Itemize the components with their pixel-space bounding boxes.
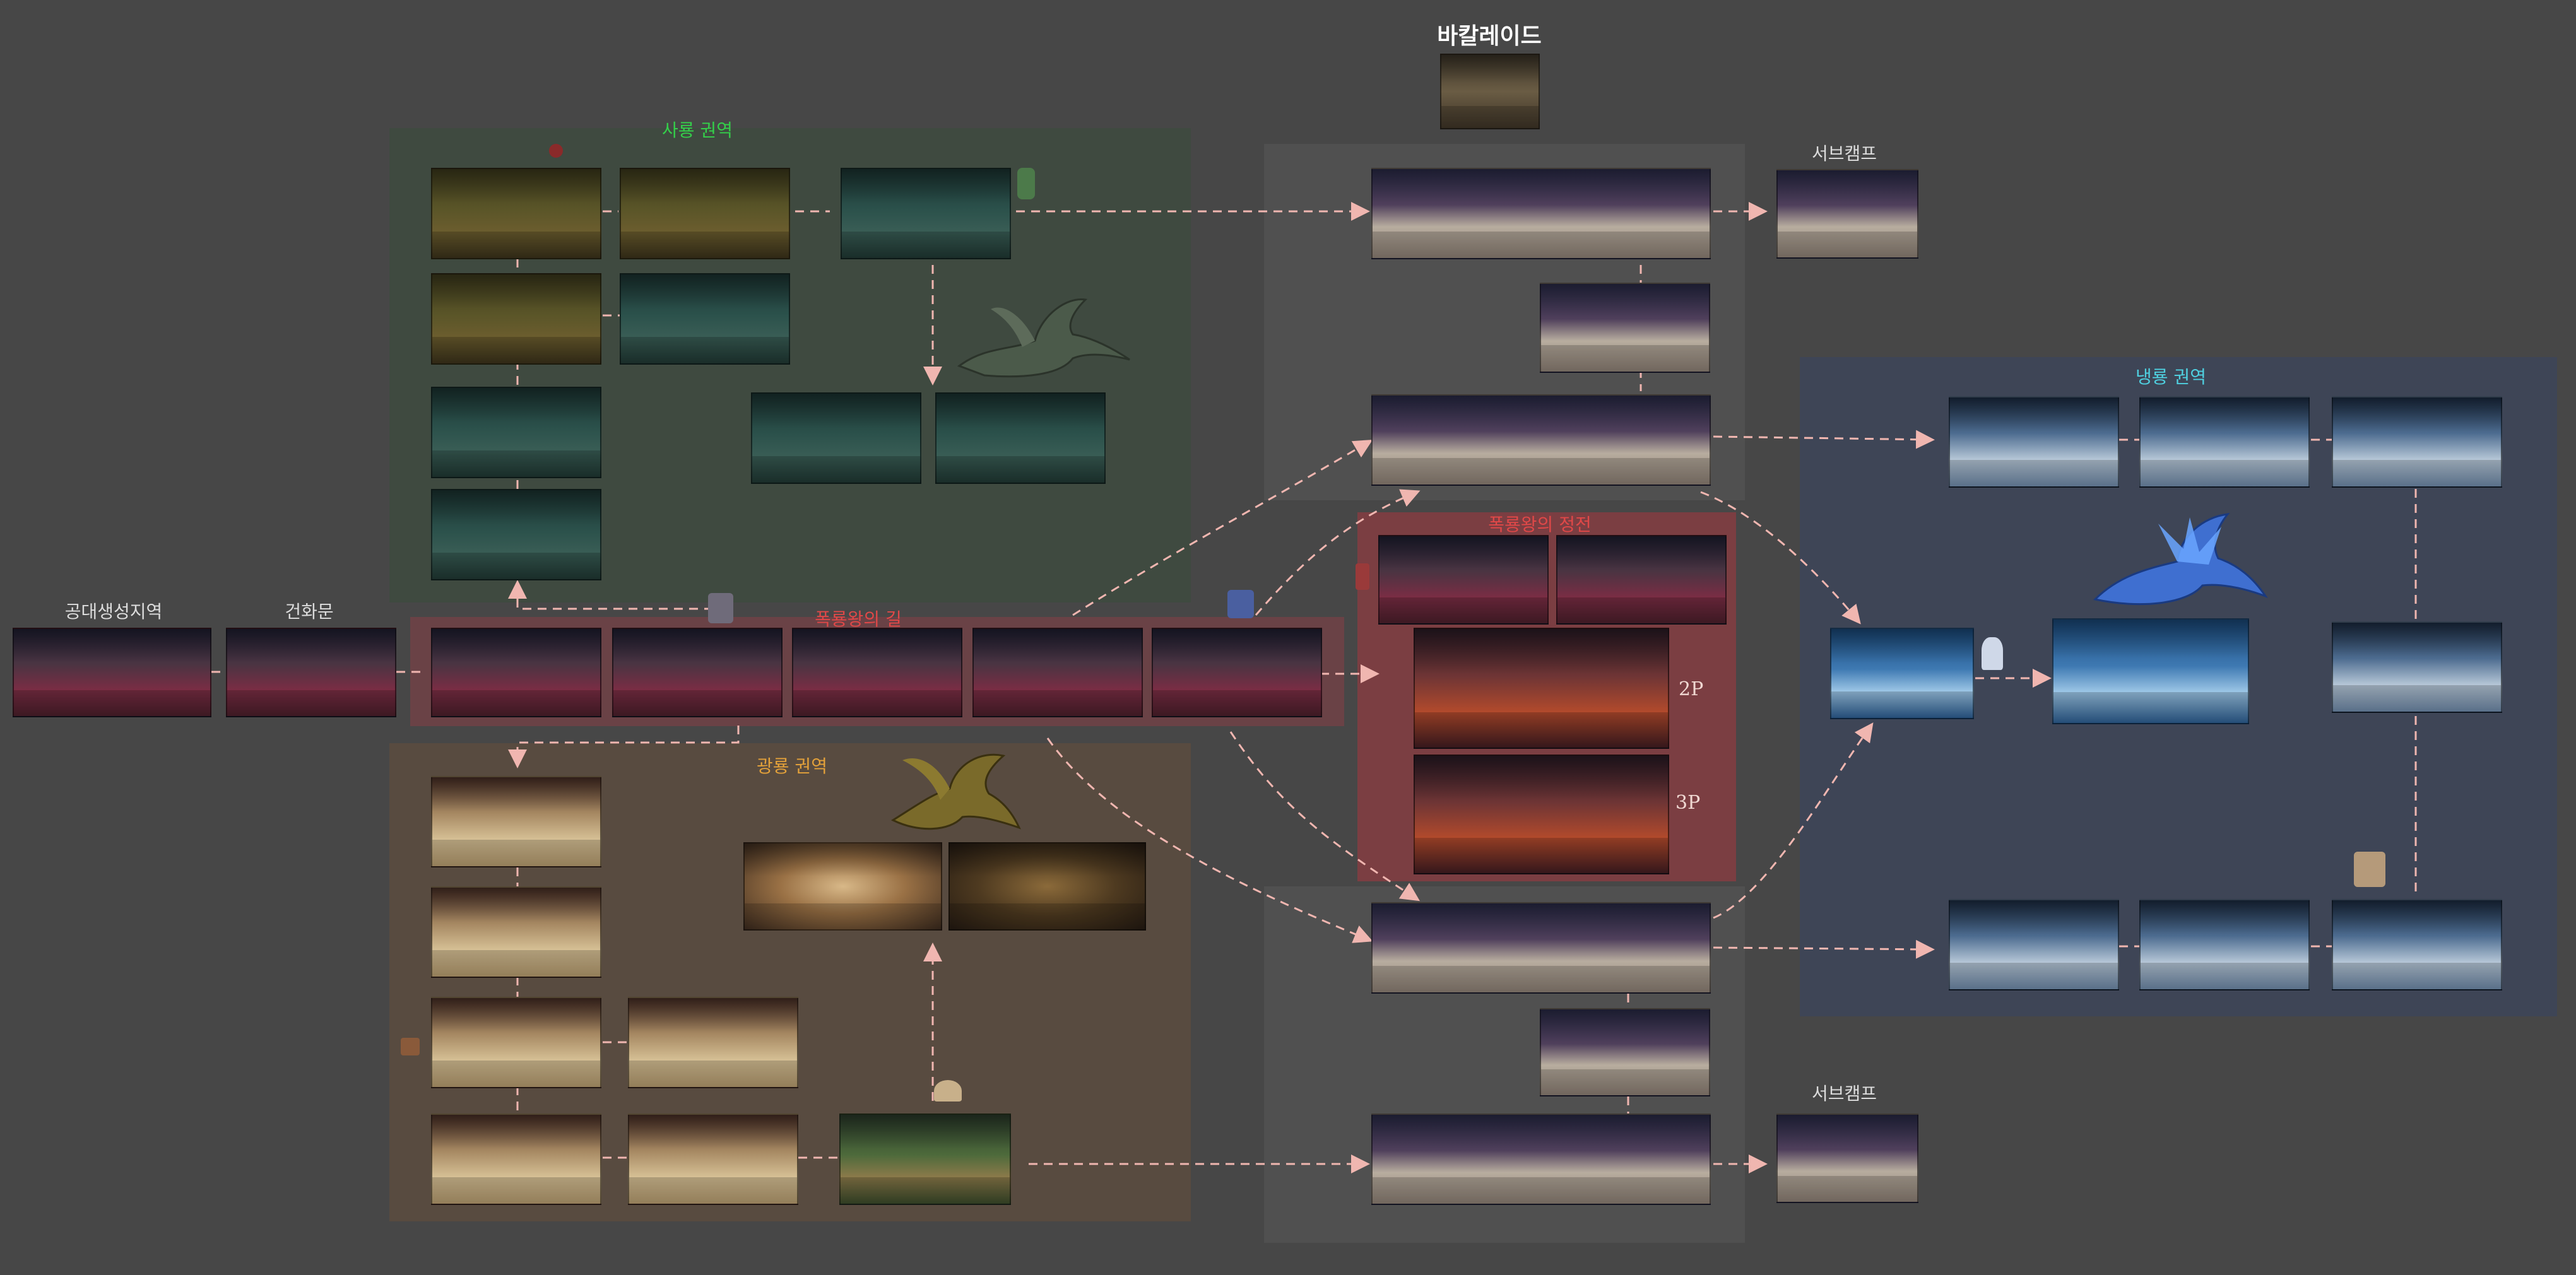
ice-map-7[interactable] (2332, 899, 2502, 990)
top-hub-map-3[interactable] (1371, 394, 1711, 486)
gold-map-1[interactable] (431, 776, 601, 867)
green-imp-icon (549, 144, 563, 158)
gold-arena-map[interactable] (743, 842, 942, 931)
ice-zone-label: 냉룡 권역 (2136, 367, 2206, 387)
green-boss-map-2[interactable] (935, 392, 1106, 484)
ice-map-4[interactable] (2332, 621, 2502, 713)
gold-bird-icon (934, 1080, 962, 1102)
gold-map-4[interactable] (628, 997, 798, 1088)
link-path-to-bottom-hub-a (1046, 737, 1373, 943)
gold-zone-label: 광룡 권역 (757, 756, 827, 777)
link-path-to-bottom-hub-b (1229, 731, 1421, 902)
phase-2-label: 2P (1679, 678, 1704, 700)
path-knight-icon (1227, 590, 1254, 618)
subcamp-bottom-label: 서브캠프 (1811, 1083, 1877, 1104)
ice-map-3[interactable] (2332, 396, 2502, 488)
bottom-hub-map-2[interactable] (1540, 1008, 1710, 1096)
link-ice-chain (2119, 438, 2417, 948)
top-hub-map-1[interactable] (1371, 168, 1711, 259)
green-map-7[interactable] (431, 489, 601, 580)
page-title: 바칼레이드 (1437, 23, 1542, 49)
ice-warrior-icon (2354, 852, 2385, 887)
gold-map-2[interactable] (431, 886, 601, 978)
green-map-2[interactable] (620, 168, 790, 259)
ice-map-5[interactable] (1949, 899, 2119, 990)
peak-soldier-icon (1356, 563, 1369, 590)
subcamp-top-label: 서브캠프 (1811, 143, 1877, 164)
peak-phase1-map-a[interactable] (1378, 535, 1549, 625)
subcamp-top-map[interactable] (1776, 169, 1918, 259)
gate-map[interactable] (226, 628, 396, 717)
path-map-3[interactable] (792, 628, 962, 717)
ice-map-6[interactable] (2139, 899, 2310, 990)
green-boss-map-1[interactable] (751, 392, 921, 484)
subcamp-bottom-map[interactable] (1776, 1113, 1918, 1203)
bottom-hub-map-3[interactable] (1371, 1113, 1711, 1205)
phase-3-label: 3P (1675, 792, 1701, 814)
ice-map-2[interactable] (2139, 396, 2310, 488)
peak-phase2-map[interactable] (1414, 628, 1669, 749)
gold-map-6[interactable] (628, 1113, 798, 1205)
gate-label: 건화문 (285, 601, 334, 622)
path-zone-label: 폭룡왕의 길 (815, 609, 902, 630)
ice-entry-map[interactable] (1830, 628, 1974, 719)
peak-phase1-map-b[interactable] (1556, 535, 1727, 625)
link-top-hub-to-ice (1713, 430, 1935, 449)
link-green-chain (516, 259, 620, 489)
green-map-3[interactable] (841, 168, 1011, 259)
link-path-to-gold (508, 726, 740, 768)
raid-map-thumbnail[interactable] (1440, 54, 1540, 129)
ice-map-1[interactable] (1949, 396, 2119, 488)
link-path-to-top-hub (1072, 439, 1373, 616)
link-path-to-pinnacle (1255, 489, 1421, 616)
green-zone-label: 사룡 권역 (662, 120, 733, 141)
link-path-to-green (508, 580, 713, 610)
green-map-6[interactable] (431, 387, 601, 478)
path-map-1[interactable] (431, 628, 601, 717)
link-bottom-hub-to-ice-core (1713, 722, 1874, 919)
link-bottom-hub-to-ice (1713, 939, 1935, 959)
gold-map-3[interactable] (431, 997, 601, 1088)
spawn-area-map[interactable] (13, 628, 211, 717)
green-map-5[interactable] (620, 273, 790, 365)
path-guardian-icon (708, 593, 733, 623)
peak-phase3-map[interactable] (1414, 755, 1669, 874)
green-shaman-icon (1017, 168, 1035, 199)
link-top-to-ice-core (1700, 491, 1861, 625)
peak-zone-label: 폭룡왕의 정전 (1488, 514, 1592, 535)
green-map-4[interactable] (431, 273, 601, 365)
gold-dragon-icon (890, 753, 1021, 830)
gold-map-5[interactable] (431, 1113, 601, 1205)
ice-boss-map[interactable] (2052, 618, 2249, 724)
path-map-2[interactable] (612, 628, 783, 717)
gold-forest-map[interactable] (839, 1113, 1011, 1205)
ice-wraith-icon (1982, 637, 2003, 670)
spawn-area-label: 공대생성지역 (64, 601, 163, 622)
bottom-hub-map-1[interactable] (1371, 902, 1711, 994)
gold-scout-icon (401, 1038, 420, 1055)
top-hub-map-2[interactable] (1540, 283, 1710, 373)
green-map-1[interactable] (431, 168, 601, 259)
path-map-5[interactable] (1152, 628, 1322, 717)
green-dragon-icon (957, 298, 1130, 378)
path-map-4[interactable] (972, 628, 1143, 717)
gold-boss-map[interactable] (948, 842, 1146, 931)
ice-dragon-icon (2093, 513, 2268, 606)
